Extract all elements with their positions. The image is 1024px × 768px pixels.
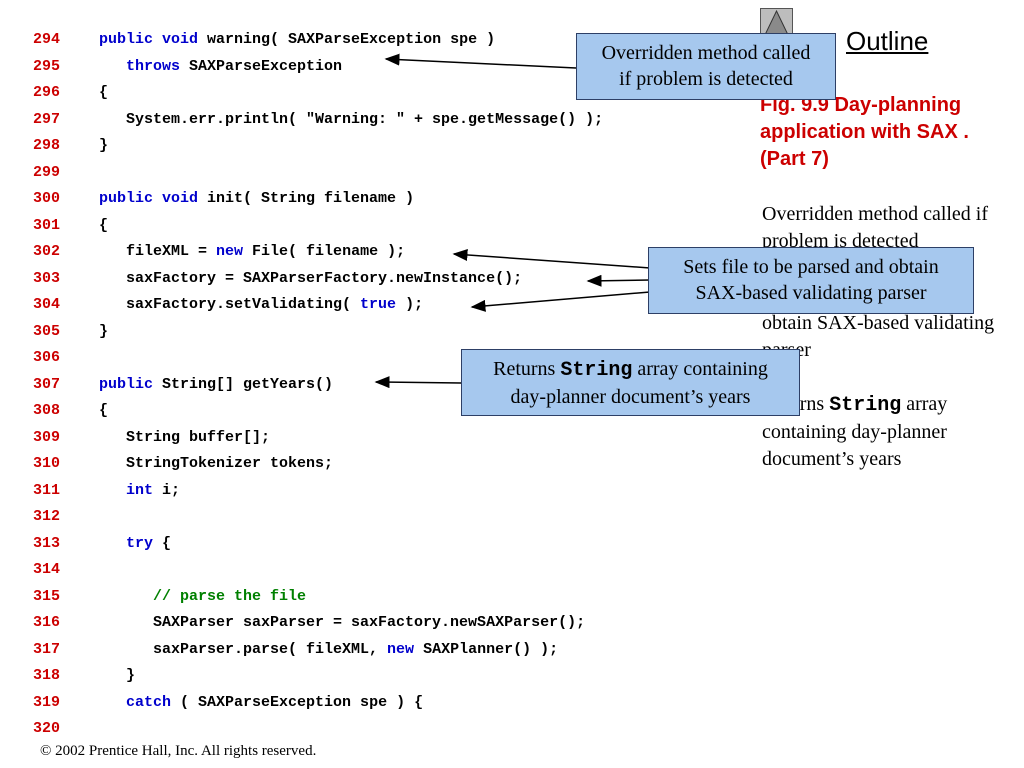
- callout-line: Sets file to be parsed and obtain: [683, 256, 939, 278]
- line-number: 302: [33, 243, 61, 260]
- code-text: SAXParser saxParser = saxFactory.newSAXP…: [99, 614, 586, 631]
- code-text: System.err.println( "Warning: " + spe.ge…: [99, 110, 604, 128]
- callout-line: SAX-based validating parser: [695, 282, 927, 304]
- line-number: 305: [33, 322, 61, 340]
- code-text: throws SAXParseException: [126, 57, 343, 75]
- code-text: public String[] getYears(): [99, 375, 334, 393]
- line-number: 318: [33, 667, 61, 684]
- line-number: 319: [33, 693, 61, 711]
- callout-line: if problem is detected: [619, 68, 793, 90]
- line-number: 299: [33, 163, 61, 181]
- code-text: saxParser.parse( fileXML, new SAXPlanner…: [99, 640, 559, 658]
- line-number: 316: [33, 614, 61, 631]
- line-number: 312: [33, 508, 61, 525]
- line-number: 301: [33, 216, 61, 234]
- callout-line: Overridden method called: [601, 42, 811, 64]
- line-number: 300: [33, 190, 61, 207]
- callout-sets-file: Sets file to be parsed and obtain SAX-ba…: [648, 247, 974, 314]
- line-number: 303: [33, 269, 61, 287]
- code-text: saxFactory = SAXParserFactory.newInstanc…: [99, 269, 523, 287]
- code-text: try {: [126, 534, 172, 552]
- line-number: 297: [33, 110, 61, 128]
- line-number: 313: [33, 534, 61, 552]
- code-text: }: [99, 137, 109, 154]
- code-text: {: [99, 402, 109, 419]
- code-text: String buffer[];: [99, 428, 271, 446]
- code-text: {: [99, 216, 109, 234]
- code-text: saxFactory.setValidating( true );: [99, 296, 424, 313]
- code-text: }: [99, 667, 136, 684]
- code-text: }: [99, 322, 109, 340]
- code-text: public void init( String filename ): [99, 190, 415, 207]
- line-number: 307: [33, 375, 61, 393]
- code-text: fileXML = new File( filename );: [99, 243, 406, 260]
- arrow-filexml: [452, 248, 651, 269]
- line-number: 296: [33, 84, 61, 101]
- line-number: 306: [33, 349, 61, 366]
- code-text: catch ( SAXParseException spe ) {: [126, 693, 424, 711]
- line-number: 294: [33, 31, 61, 48]
- code-text: StringTokenizer tokens;: [99, 455, 334, 472]
- code-text: {: [99, 84, 109, 101]
- callout-returns-string: Returns String array containing day-plan…: [461, 349, 800, 416]
- code-text: int i;: [126, 481, 181, 499]
- line-number: 314: [33, 561, 61, 578]
- arrow-newinstance: [586, 274, 651, 287]
- copyright-footer: © 2002 Prentice Hall, Inc. All rights re…: [40, 743, 317, 759]
- line-number: 304: [33, 296, 61, 313]
- side-note-1: Overridden method called if problem is d…: [762, 203, 989, 252]
- line-number: 317: [33, 640, 61, 658]
- line-number: 308: [33, 402, 61, 419]
- line-number: 295: [33, 57, 61, 75]
- line-number: 309: [33, 428, 61, 446]
- callout-line: Returns String array containing: [493, 358, 768, 382]
- line-number: 311: [33, 481, 61, 499]
- arrow-getyears: [374, 376, 462, 389]
- line-number: 310: [33, 455, 61, 472]
- arrow-throws: [384, 53, 577, 69]
- code-text: public void warning( SAXParseException s…: [99, 31, 496, 48]
- arrow-setvalidating: [470, 291, 651, 312]
- callout-overridden-method: Overridden method called if problem is d…: [576, 33, 836, 100]
- line-number: 298: [33, 137, 61, 154]
- outline-link[interactable]: Outline: [846, 26, 929, 56]
- code-text: // parse the file: [153, 587, 307, 605]
- callout-line: day-planner document’s years: [510, 386, 751, 408]
- line-number: 320: [33, 720, 61, 737]
- line-number: 315: [33, 587, 61, 605]
